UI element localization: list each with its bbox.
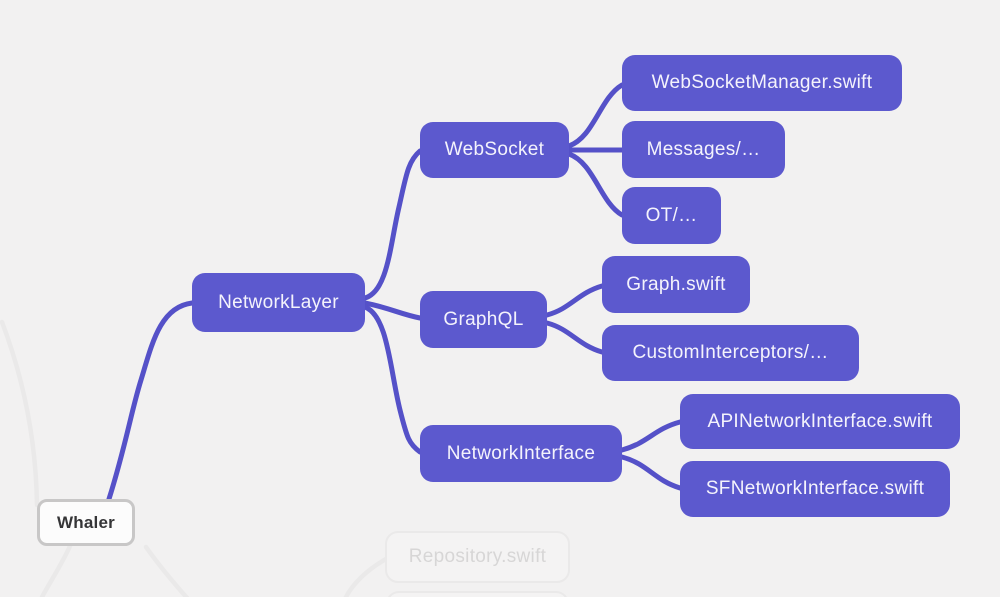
node-faded-partial-node[interactable] bbox=[386, 591, 569, 597]
edge-whaler-network-layer bbox=[106, 300, 195, 502]
edge-network-layer-network-interface bbox=[362, 304, 423, 455]
node-api-network-interface-swift[interactable]: APINetworkInterface.swift bbox=[680, 394, 960, 449]
node-graph-swift[interactable]: Graph.swift bbox=[602, 256, 750, 313]
node-sf-network-interface-swift[interactable]: SFNetworkInterface.swift bbox=[680, 461, 950, 517]
edge-websocket-ot bbox=[566, 151, 625, 218]
node-websocket-manager-swift[interactable]: WebSocketManager.swift bbox=[622, 55, 902, 111]
edge-network-layer-websocket bbox=[362, 148, 423, 301]
edge-whaler-offscreen-bottom-right bbox=[143, 544, 190, 597]
node-network-interface[interactable]: NetworkInterface bbox=[420, 425, 622, 482]
node-custom-interceptors[interactable]: CustomInterceptors/… bbox=[602, 325, 859, 381]
node-websocket[interactable]: WebSocket bbox=[420, 122, 569, 178]
edge-network-interface-api-network-interface-swift bbox=[619, 419, 683, 453]
node-ot[interactable]: OT/… bbox=[622, 187, 721, 244]
edge-graphql-custom-interceptors bbox=[544, 320, 605, 355]
node-network-layer[interactable]: NetworkLayer bbox=[192, 273, 365, 332]
edge-network-layer-graphql bbox=[362, 300, 423, 321]
node-messages[interactable]: Messages/… bbox=[622, 121, 785, 178]
node-repository-swift[interactable]: Repository.swift bbox=[385, 531, 570, 583]
edge-offscreen-left-whaler bbox=[0, 319, 40, 508]
node-whaler[interactable]: Whaler bbox=[37, 499, 135, 546]
edge-whaler-offscreen-bottom-left bbox=[39, 543, 73, 597]
node-graphql[interactable]: GraphQL bbox=[420, 291, 547, 348]
edge-network-interface-sf-network-interface-swift bbox=[619, 454, 683, 491]
edge-graphql-graph-swift bbox=[544, 283, 605, 318]
edge-offscreen-bottom-repository-swift bbox=[343, 556, 389, 597]
edge-websocket-websocket-manager-swift bbox=[566, 82, 625, 149]
